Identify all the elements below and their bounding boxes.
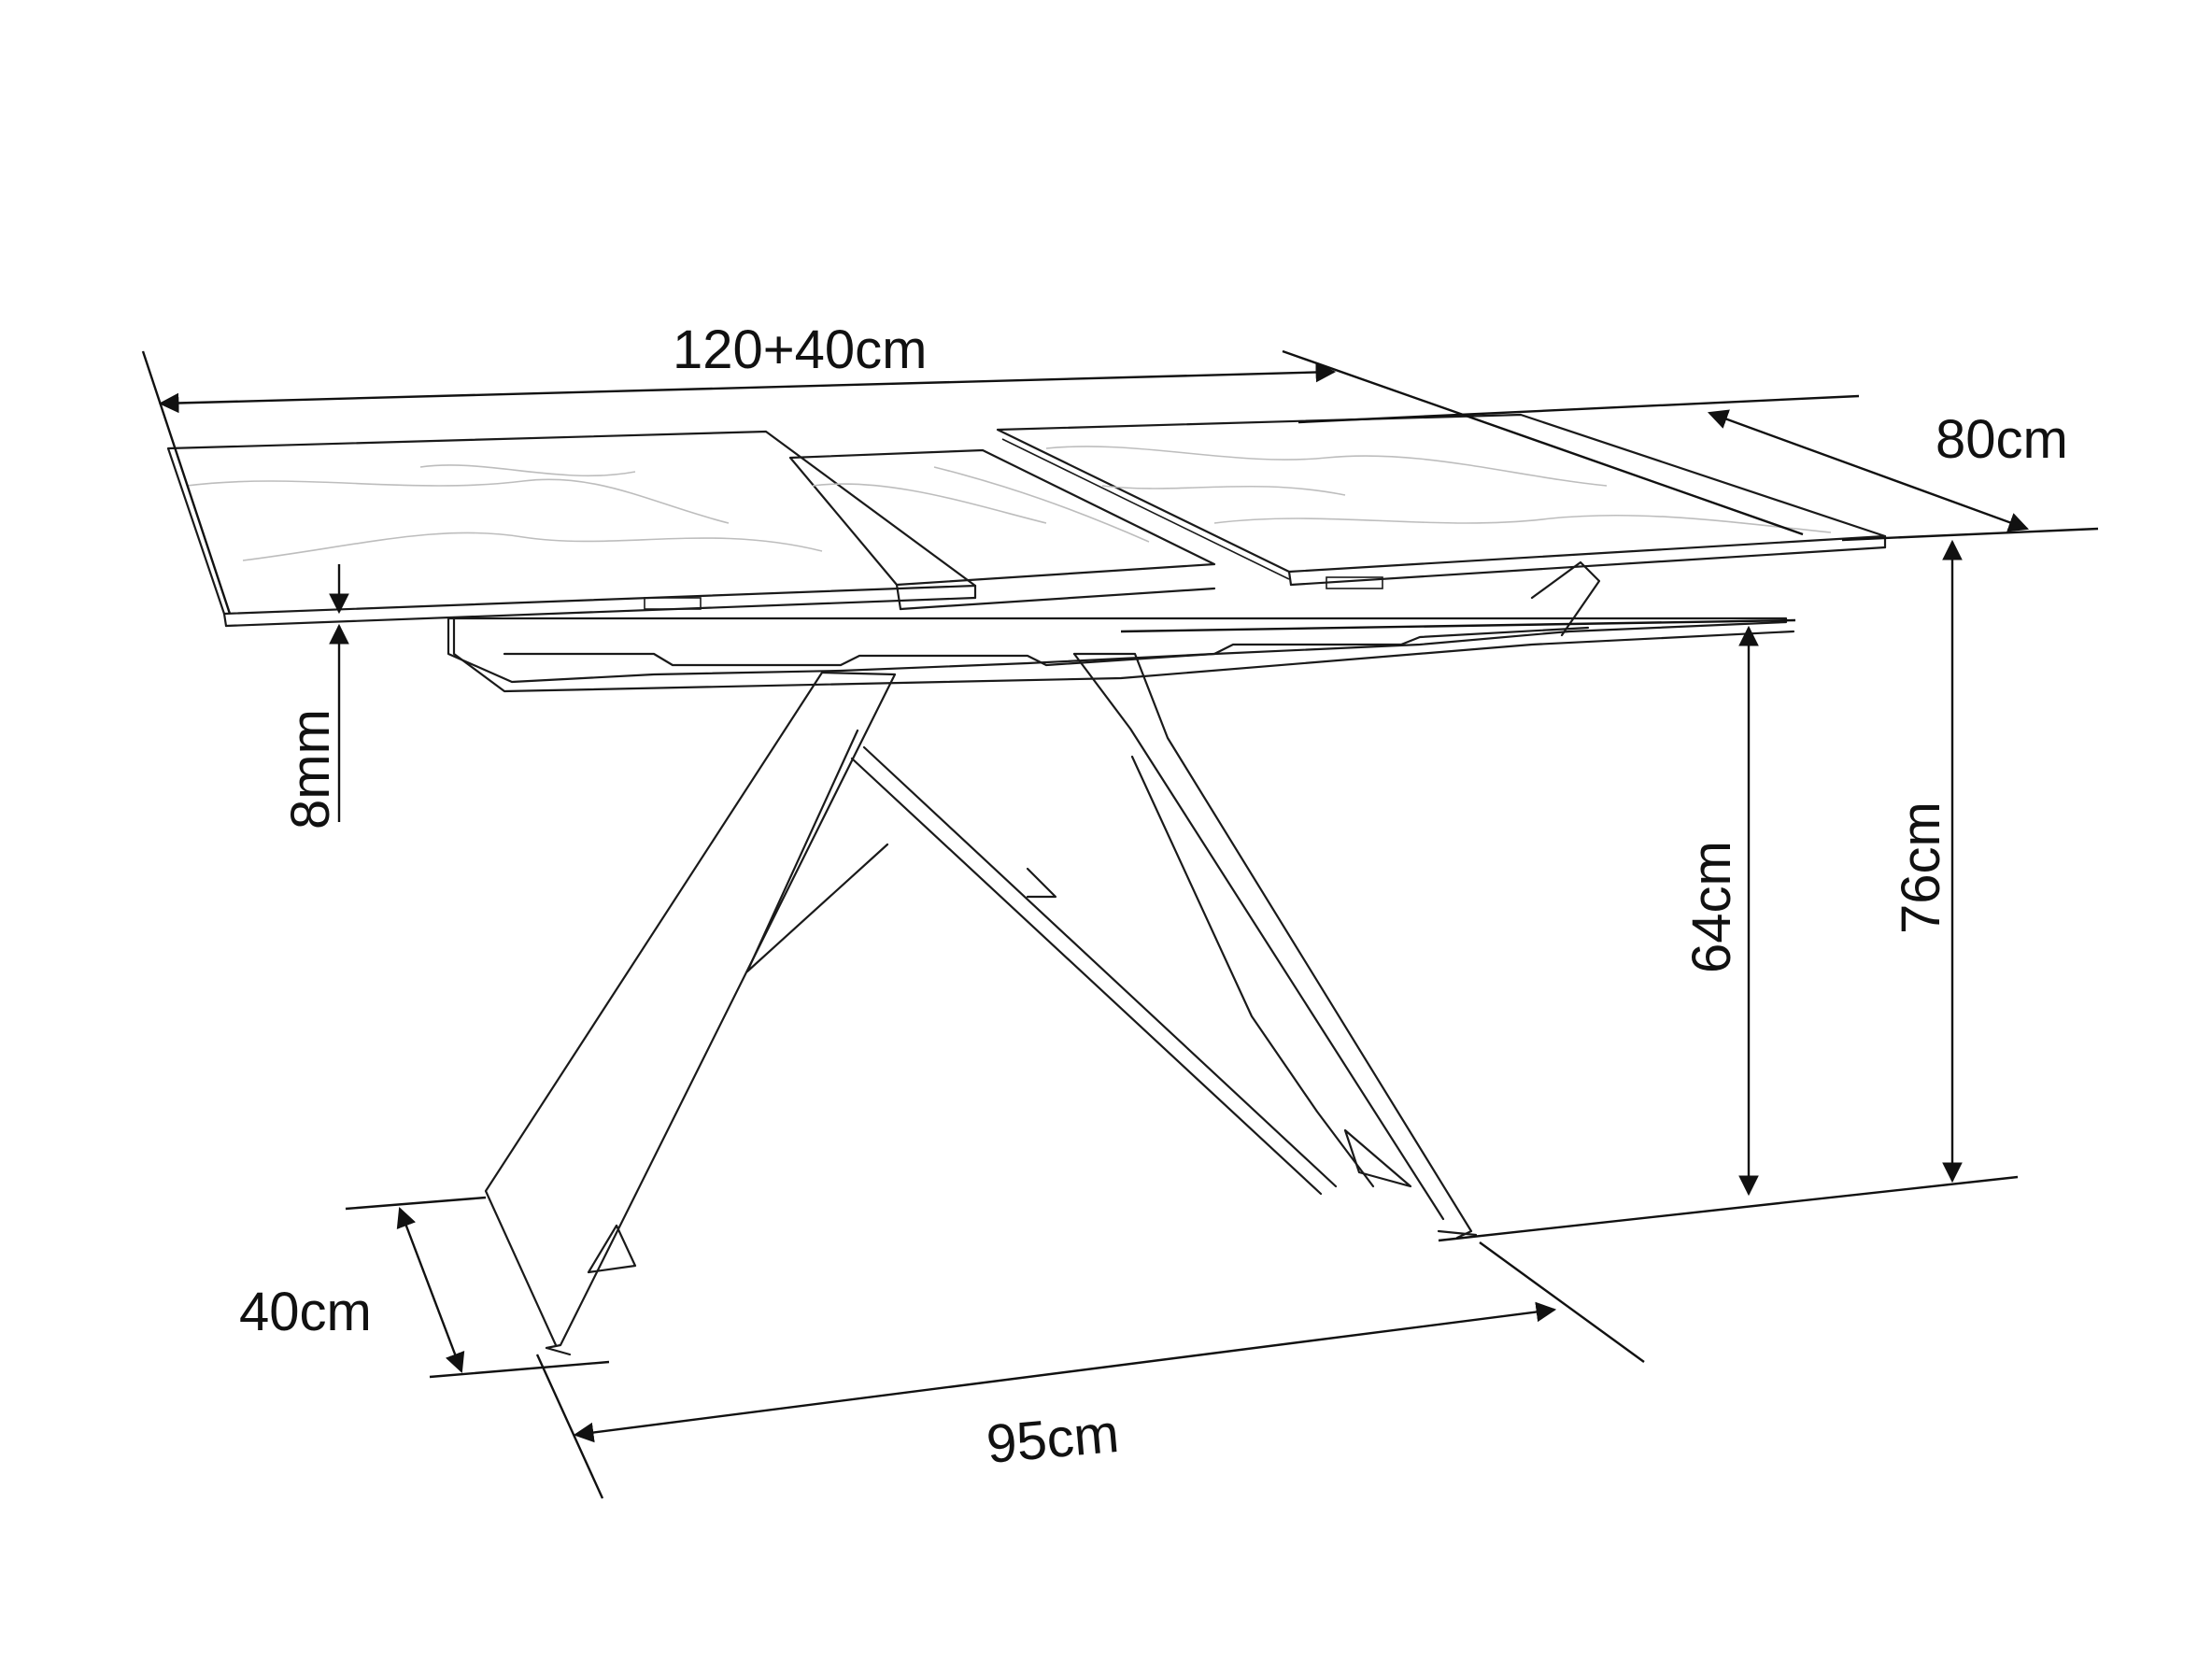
table-top (166, 413, 1887, 628)
top-thickness-label: 8mm (280, 709, 341, 830)
left-leaf (166, 430, 977, 628)
top-thickness-dimension: 8mm (280, 564, 349, 830)
total-height-label: 76cm (1891, 801, 1951, 934)
table-legs (484, 652, 1478, 1356)
cross-brace (850, 745, 1338, 1196)
frame-height-label: 64cm (1681, 841, 1742, 973)
foot-depth-dimension: 40cm (239, 1196, 610, 1379)
right-leg (1072, 652, 1478, 1240)
length-dimension: 120+40cm (141, 319, 1804, 615)
under-frame (447, 560, 1795, 693)
depth-label: 80cm (1936, 409, 2068, 470)
middle-extension-leaf (788, 448, 1216, 611)
foot-depth-label: 40cm (239, 1282, 372, 1342)
length-label: 120+40cm (673, 319, 927, 380)
foot-span-dimension: 95cm (535, 1241, 1645, 1499)
right-leaf (996, 413, 1887, 587)
frame-height-dimension: 64cm (1120, 618, 1796, 1197)
foot-span-label: 95cm (984, 1403, 1121, 1475)
left-leg (484, 671, 897, 1356)
depth-dimension: 80cm (1297, 394, 2099, 542)
total-height-dimension: 76cm (1438, 539, 2019, 1242)
